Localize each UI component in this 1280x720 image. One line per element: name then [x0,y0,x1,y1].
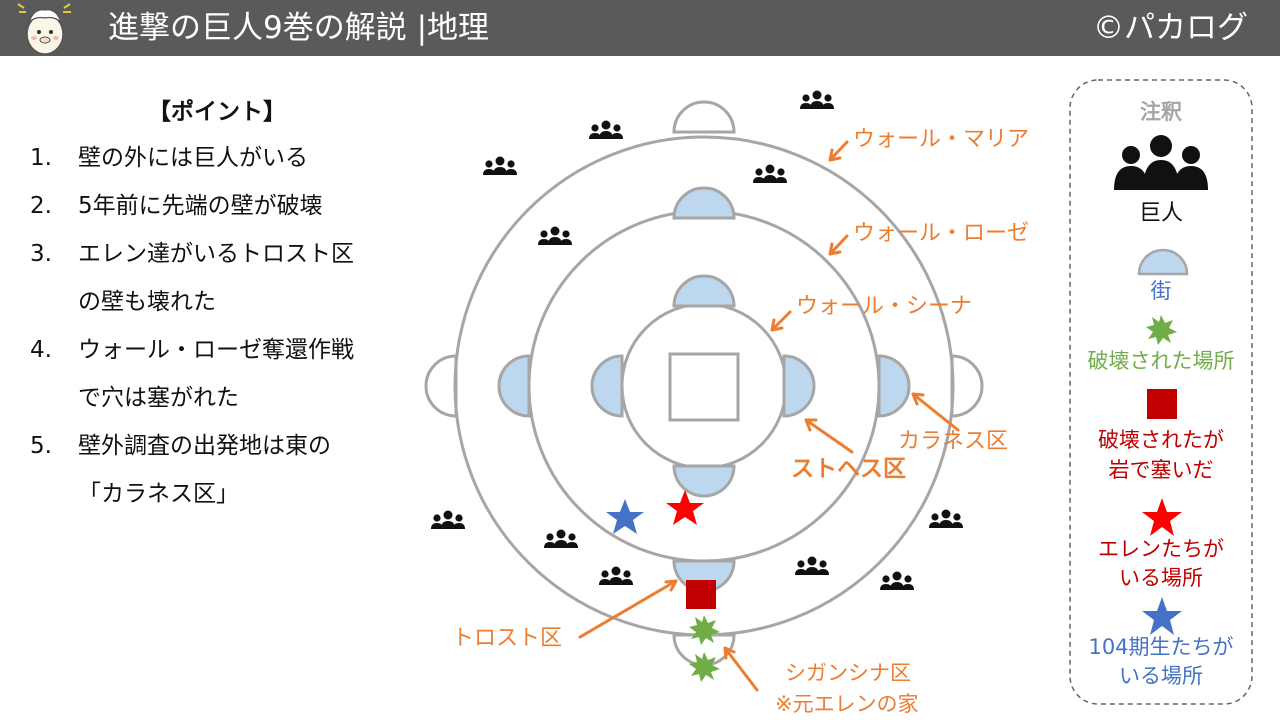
label-wall-sina: ウォール・シーナ [796,294,972,319]
legend-cadets-star-icon [1142,597,1182,635]
royal-capital-square [668,352,740,422]
town-stohess [782,354,816,418]
label-wall-maria: ウォール・マリア [853,127,1029,152]
point-text: エレン達がいるトロスト区 [78,241,354,267]
town-sina-left [590,354,624,418]
titan-icon [929,509,963,528]
legend-eren-star-icon [1142,498,1182,536]
legend-town-icon [1137,248,1189,276]
point-text-continued: 「カラネス区」 [78,481,239,507]
legend-titan-icon [1114,135,1208,190]
cadets-location-star-icon [606,499,644,534]
arrow-maria [828,140,849,162]
titan-icon [538,226,572,245]
points-title: 【ポイント】 [148,99,286,125]
point-text-continued: で穴は塞がれた [78,385,239,411]
point-text: 壁の外には巨人がいる [78,145,308,171]
legend-blocked-label-2: 岩で塞いだ [1109,458,1214,482]
point-item-4: 4. ウォール・ローゼ奪還作戦 [30,326,354,374]
town-sina-top [672,274,736,308]
town-outer-right [950,354,984,418]
town-outer-top [672,100,736,134]
arrow-rose [828,234,849,256]
titan-icon [431,510,465,529]
legend-titan-label: 巨人 [1139,201,1183,226]
blocked-breach-icon [686,580,716,609]
titan-icon [544,529,578,548]
point-item-3: 3. エレン達がいるトロスト区 [30,230,354,278]
titan-icon [589,120,623,139]
town-karanes [877,354,911,418]
label-karanes: カラネス区 [898,429,1008,454]
legend-eren-label-1: エレンたちが [1098,537,1224,561]
header-bar: 進撃の巨人9巻の解説 |地理 ©パカログ [0,0,1280,56]
arrow-stohess [804,418,854,454]
brand-label: ©パカログ [1093,10,1248,46]
titan-icon [795,556,829,575]
label-eren-home: ※元エレンの家 [775,692,919,716]
point-number: 3. [30,241,52,267]
titan-icon [880,571,914,590]
titan-icon [483,156,517,175]
legend-town-label: 街 [1151,279,1172,303]
point-text: 壁外調査の出発地は東の [78,433,331,459]
label-stohess: ストヘス区 [791,456,906,482]
label-shiganshina: シガンシナ区 [785,661,911,685]
legend-blocked-label-1: 破壊されたが [1098,428,1224,452]
label-trost: トロスト区 [452,626,562,651]
point-number: 4. [30,337,52,363]
alpaca-mascot-icon [17,3,71,55]
town-rose-top [672,186,736,220]
titan-icon [753,164,787,183]
legend-blocked-icon [1147,389,1177,419]
arrow-shiganshina [723,646,759,692]
legend-title: 注釈 [1140,100,1183,124]
point-text: ウォール・ローゼ奪還作戦 [78,337,354,363]
point-number: 2. [30,193,52,219]
eren-location-star-icon [666,490,704,525]
point-item-2: 2. 5年前に先端の壁が破壊 [30,182,323,230]
town-sina-bottom [672,464,736,498]
point-item-5: 5. 壁外調査の出発地は東の [30,422,331,470]
legend-cadets-label-1: 104期生たちが [1088,635,1233,659]
legend-eren-label-2: いる場所 [1119,566,1203,590]
legend-destroyed-label: 破壊された場所 [1088,349,1235,373]
point-number: 1. [30,145,52,171]
page-title: 進撃の巨人9巻の解説 |地理 [108,10,490,46]
titan-icon [800,90,834,109]
point-item-1: 1. 壁の外には巨人がいる [30,134,308,182]
point-text: 5年前に先端の壁が破壊 [78,193,323,219]
label-wall-rose: ウォール・ローゼ [853,221,1029,246]
arrow-sina [770,310,792,332]
town-rose-left [497,354,531,418]
titan-icon [599,566,633,585]
point-text-continued: の壁も壊れた [78,289,216,315]
point-number: 5. [30,433,52,459]
arrow-trost [578,579,678,639]
arrow-karanes [911,392,960,432]
town-outer-left [424,354,458,418]
legend-cadets-label-2: いる場所 [1119,664,1203,688]
